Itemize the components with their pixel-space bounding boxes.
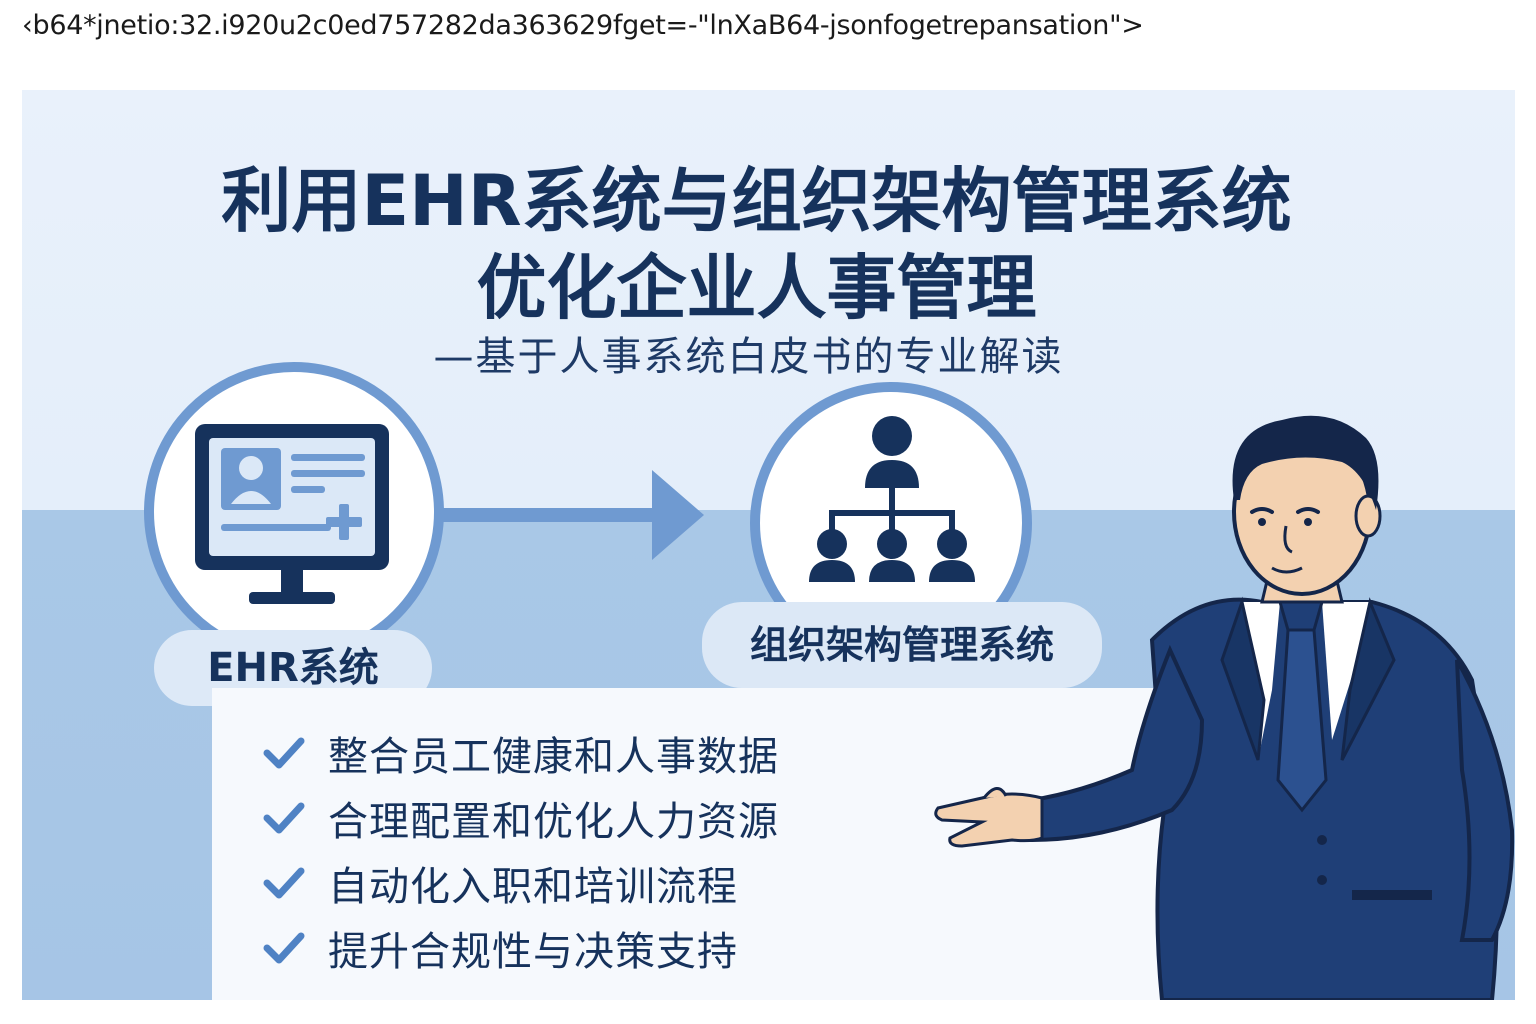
subtitle: —基于人事系统白皮书的专业解读 [433,334,1064,380]
ehr-label: EHR系统 [154,630,432,706]
businessman-illustration [934,415,1515,1000]
check-icon [263,737,305,768]
check-icon [263,932,305,963]
benefit-text: 合理配置和优化人力资源 [328,798,779,845]
title-line-1: 利用EHR系统与组织架构管理系统 [221,160,1292,242]
header-code-text: ‹b64*jnetio:32.i920u2c0ed757282da363629f… [22,10,1144,41]
check-icon [263,867,305,898]
computer-profile-icon [195,424,389,604]
benefit-text: 整合员工健康和人事数据 [328,733,779,780]
list-item: 提升合规性与决策支持 [262,915,779,980]
list-item: 合理配置和优化人力资源 [262,785,779,850]
title-line-2: 优化企业人事管理 [476,247,1037,329]
infographic-panel: 利用EHR系统与组织架构管理系统 优化企业人事管理 —基于人事系统白皮书的专业解… [22,90,1515,1000]
org-label: 组织架构管理系统 [702,602,1102,688]
org-chart-icon [809,416,975,582]
benefits-list: 整合员工健康和人事数据 合理配置和优化人力资源 自动化入职和培训流程 提升合规性… [262,720,779,980]
benefit-text: 自动化入职和培训流程 [328,863,738,910]
benefit-text: 提升合规性与决策支持 [328,928,738,975]
arrow-right-icon [442,470,704,560]
check-icon [263,802,305,833]
benefits-card [212,688,1172,1000]
list-item: 整合员工健康和人事数据 [262,720,779,785]
list-item: 自动化入职和培训流程 [262,850,779,915]
